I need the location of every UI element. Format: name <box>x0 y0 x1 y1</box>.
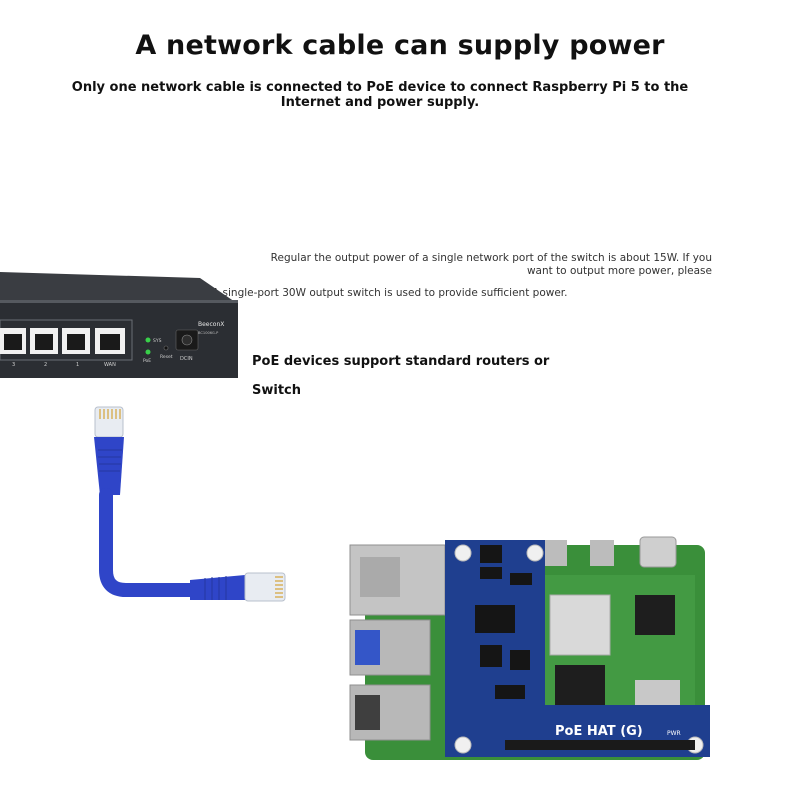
mount-hole-icon <box>454 736 472 754</box>
poe-hat-label: PoE HAT (G) <box>555 724 643 739</box>
mount-hole-icon <box>526 544 544 562</box>
mount-hole-icon <box>454 544 472 562</box>
poe-switch-text: Switch <box>252 383 302 398</box>
reset-label: Reset <box>160 354 173 360</box>
page-title: A network cable can supply power <box>135 30 665 61</box>
switch-model: BC1006G-P <box>198 331 219 335</box>
poe-switch-image: 3 2 1 WAN SYS PoE Reset DCIN BeeconX BC1… <box>0 272 238 378</box>
ethernet-port-group <box>0 328 125 354</box>
dc-jack-icon <box>181 334 193 346</box>
port-label-2: 2 <box>44 362 47 368</box>
port-label-wan: WAN <box>104 362 116 368</box>
poe-support-text: PoE devices support standard routers or <box>252 354 550 369</box>
switch-brand: BeeconX <box>198 321 224 328</box>
raspberry-pi-poe-hat-image: PoE HAT (G) PWR <box>349 536 710 760</box>
poe-led-label: PoE <box>143 358 151 364</box>
port-label-3: 3 <box>12 362 15 368</box>
port-label-1: 1 <box>76 362 79 368</box>
dcin-label: DCIN <box>180 356 193 362</box>
pwr-label: PWR <box>667 730 681 737</box>
poe-led-icon <box>145 349 151 355</box>
sys-label: SYS <box>153 338 162 344</box>
sys-led-icon <box>145 337 151 343</box>
switch-power-note: Regular the output power of a single net… <box>270 252 712 277</box>
single-port-note: A single-port 30W output switch is used … <box>212 287 568 299</box>
reset-button-icon <box>163 345 169 351</box>
network-cable-image <box>94 406 286 602</box>
page-subtitle: Only one network cable is connected to P… <box>71 80 689 110</box>
